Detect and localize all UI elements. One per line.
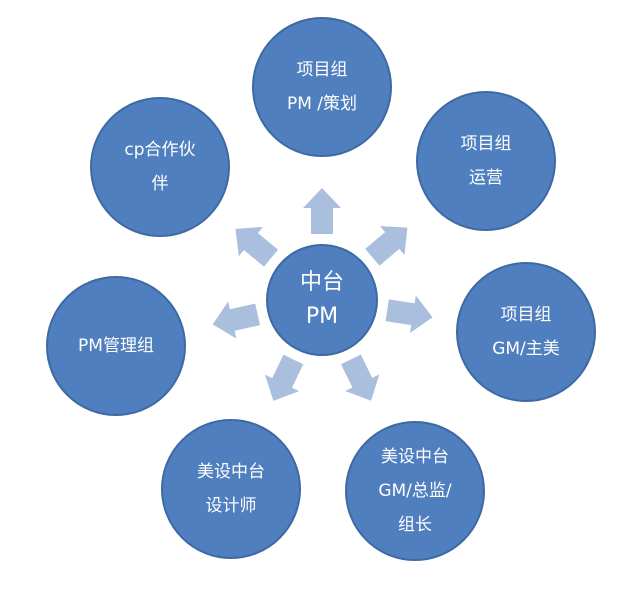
arrow-to-bottom-left	[265, 354, 304, 401]
node-btmright-line-2: GM/总监/	[378, 481, 452, 501]
node-pm-management-group: PM管理组	[46, 276, 186, 416]
node-btmleft-line-2: 设计师	[205, 496, 257, 516]
node-project-group-operations: 项目组 运营	[416, 91, 556, 231]
node-art-platform-leads: 美设中台 GM/总监/ 组长	[345, 421, 485, 561]
node-right-line-2: GM/主美	[492, 339, 560, 359]
node-topright-line-1: 项目组	[460, 134, 512, 154]
node-left-line-1: PM管理组	[78, 336, 154, 356]
center-node-line-2: PM	[305, 304, 339, 329]
node-top-line-1: 项目组	[296, 60, 348, 80]
node-project-group-pm-planning: 项目组 PM /策划	[252, 17, 392, 157]
node-project-group-gm-art: 项目组 GM/主美	[456, 262, 596, 402]
node-btmright-line-3: 组长	[398, 515, 432, 535]
node-topleft-line-1: cp合作伙	[124, 140, 196, 160]
center-node-platform-pm: 中台 PM	[266, 244, 378, 356]
arrow-to-left	[212, 301, 260, 339]
node-btmleft-line-1: 美设中台	[197, 462, 265, 482]
arrow-to-right	[385, 295, 433, 333]
arrow-to-top	[303, 188, 341, 234]
center-node-line-1: 中台	[299, 270, 344, 295]
node-top-line-2: PM /策划	[286, 94, 358, 114]
arrow-to-top-left	[235, 226, 278, 267]
arrow-to-bottom-right	[341, 354, 380, 401]
node-cp-partner: cp合作伙 伴	[90, 97, 230, 237]
node-right-line-1: 项目组	[500, 305, 552, 325]
node-art-platform-designers: 美设中台 设计师	[161, 419, 301, 559]
node-btmright-line-1: 美设中台	[381, 447, 449, 467]
arrow-to-top-right	[365, 226, 408, 266]
node-topleft-line-2: 伴	[151, 174, 169, 194]
node-topright-line-2: 运营	[469, 168, 503, 188]
